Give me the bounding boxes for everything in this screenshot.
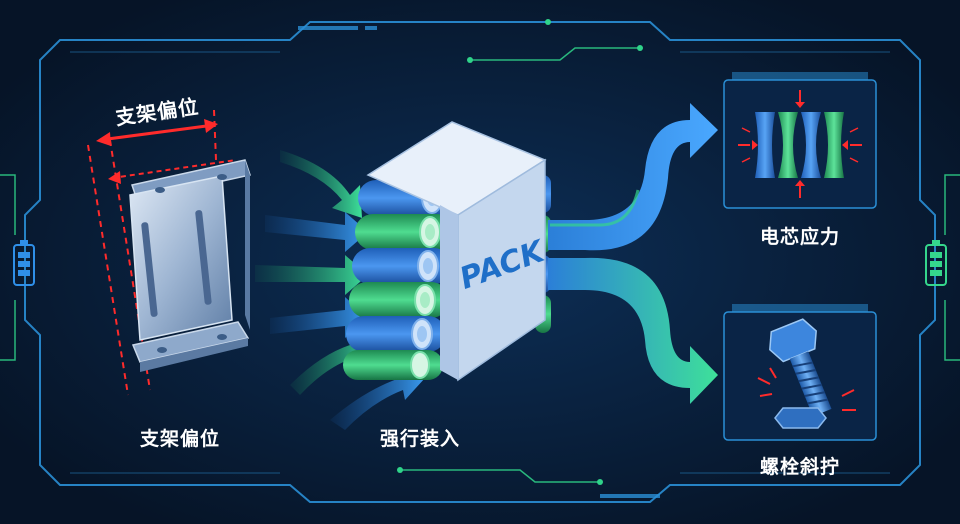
bolt-panel — [724, 304, 876, 440]
cell-stress-label: 电芯应力 — [740, 222, 860, 249]
bracket-offset-label: 支架偏位 — [120, 424, 240, 451]
bolt-skew-label: 螺栓斜拧 — [740, 452, 860, 479]
forced-install-label: 强行装入 — [360, 424, 480, 451]
cell-stress-panel — [724, 72, 876, 208]
